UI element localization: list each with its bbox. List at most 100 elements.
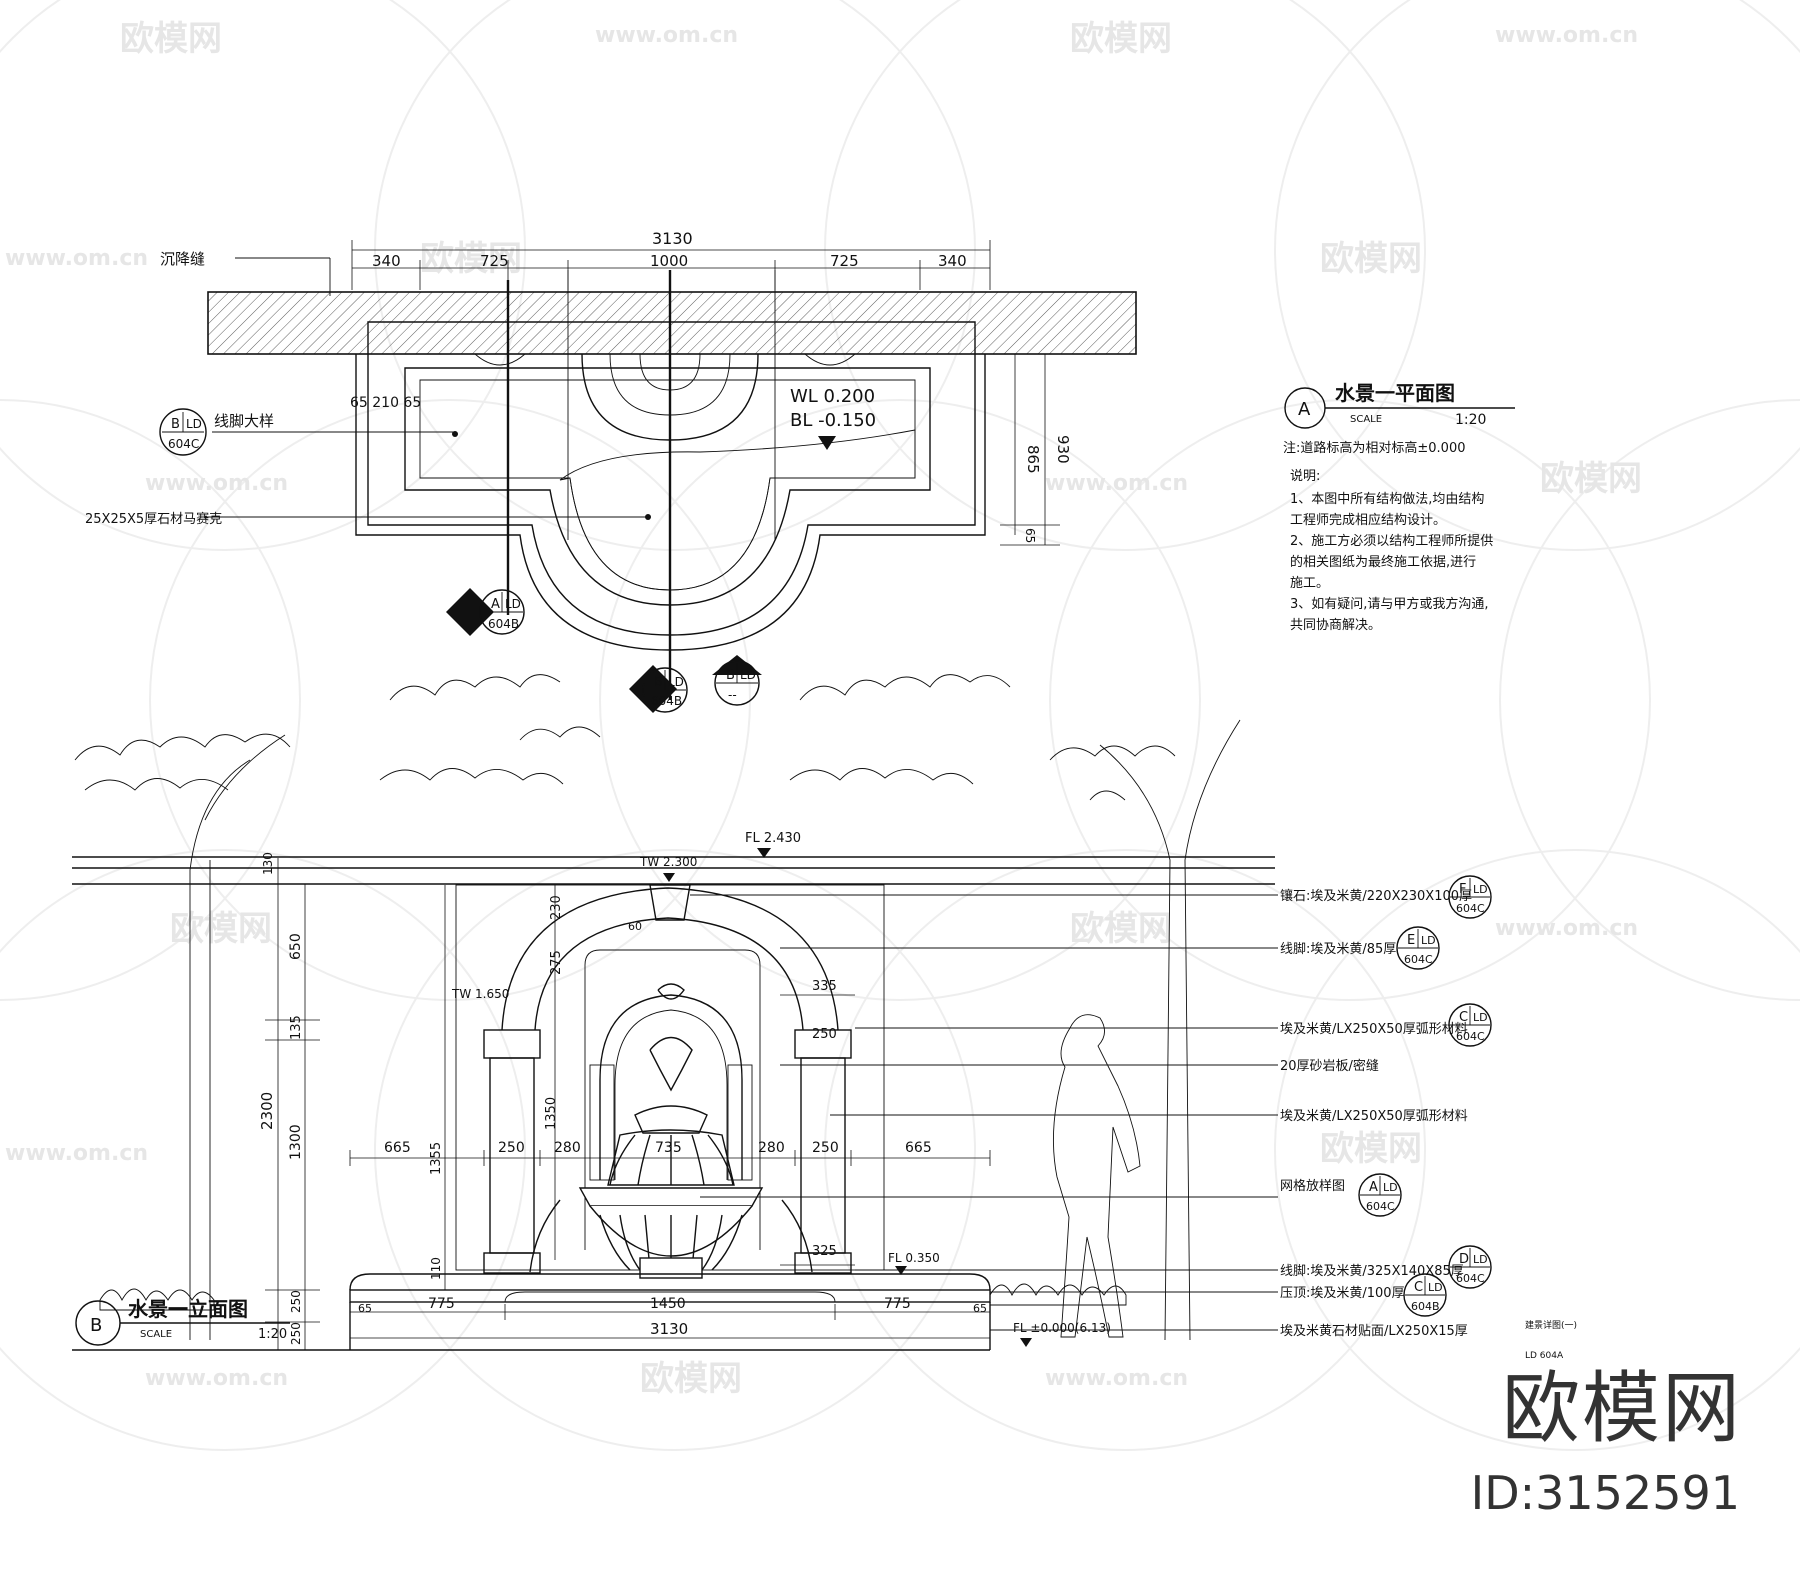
dim-elev-135: 135 (289, 1015, 304, 1040)
watermark-url: www.om.cn (1045, 1366, 1188, 1391)
svg-text:LD: LD (505, 597, 521, 611)
callout-b-604c[interactable]: B LD 604C (159, 408, 207, 456)
anno-skirting-85: 线脚:埃及米黄/85厚 (1280, 941, 1396, 957)
watermark-url: www.om.cn (1495, 916, 1638, 941)
watermark-url: www.om.cn (145, 1366, 288, 1391)
dim-plan-930: 930 (1054, 435, 1072, 464)
dim-inner-275: 275 (549, 950, 564, 975)
svg-text:604B: 604B (488, 617, 519, 631)
svg-text:SCALE: SCALE (1350, 414, 1382, 425)
watermark-brand: 欧模网 (1070, 909, 1172, 949)
tree-foliage (74, 674, 1176, 801)
elevation-title: 水景一立面图 (128, 1297, 248, 1321)
svg-text:1:20: 1:20 (258, 1327, 287, 1342)
watermark-brand: 欧模网 (170, 909, 272, 949)
dim-bottom-1450: 1450 (650, 1296, 686, 1312)
dim-h-735: 735 (655, 1140, 682, 1156)
mask-ornament-icon (649, 1036, 693, 1092)
level-tw-top: TW 2.300 (639, 855, 697, 869)
dim-elev-250b: 250 (289, 1322, 303, 1345)
dim-inner-110: 110 (429, 1257, 443, 1280)
svg-text:604C: 604C (168, 437, 199, 451)
level-fl-mid: FL 0.350 (888, 1251, 940, 1265)
callout-f-604c[interactable]: F LD 604C (1448, 875, 1492, 919)
dim-bottom-total: 3130 (650, 1320, 688, 1338)
svg-text:1、本图中所有结构做法,均由结构: 1、本图中所有结构做法,均由结构 (1290, 492, 1484, 507)
svg-text:B: B (171, 417, 180, 432)
watermark-url: www.om.cn (1495, 23, 1638, 48)
svg-text:B: B (726, 668, 735, 683)
anno-grid-layout: 网格放样图 (1280, 1178, 1345, 1194)
callout-b-section[interactable]: B LD -- (712, 655, 762, 706)
callout-c-604c[interactable]: C LD 604C (1448, 1003, 1492, 1047)
elevation-title-block: B 水景一立面图 SCALE 1:20 (75, 1297, 290, 1346)
dim-small-60: 60 (628, 920, 642, 933)
dim-pillar-250: 250 (812, 1027, 837, 1042)
dim-inner-1350: 1350 (544, 1097, 559, 1130)
callout-e-604c[interactable]: E LD 604C (1396, 926, 1440, 970)
watermark-brand: 欧模网 (1320, 1129, 1422, 1169)
dim-plan-65: 65 (1023, 528, 1037, 543)
fountain (529, 1105, 813, 1279)
watermark-url: www.om.cn (1045, 471, 1188, 496)
dim-bottom-775b: 775 (884, 1296, 911, 1312)
svg-text:LD: LD (1421, 934, 1436, 947)
svg-text:604C: 604C (1366, 1200, 1395, 1213)
watermark-brand: 欧模网 (640, 1359, 742, 1399)
svg-text:SCALE: SCALE (140, 1329, 172, 1340)
level-fl-top: FL 2.430 (745, 831, 801, 846)
tree-trunk-left (189, 734, 286, 1340)
watermark-url: www.om.cn (5, 246, 148, 271)
person-silhouette-icon (1052, 1014, 1141, 1338)
svg-text:2、施工方必须以结构工程师所提供: 2、施工方必须以结构工程师所提供 (1290, 533, 1493, 549)
dim-elev-130: 130 (261, 852, 275, 875)
plan-bl-level: BL -0.150 (790, 410, 876, 431)
callout-b-604b[interactable]: B LD 604B (629, 665, 688, 713)
dim-plan-total: 3130 (652, 229, 693, 248)
svg-text:LD: LD (1473, 1253, 1488, 1266)
label-skirting-detail: 线脚大样 (214, 412, 274, 430)
mosaic-area (559, 429, 916, 591)
dim-plan-865: 865 (1024, 445, 1042, 474)
level-fl-base: FL ±0.000(6.13) (1013, 1321, 1111, 1335)
keystone (649, 884, 691, 921)
crest-ornament-icon (657, 983, 685, 1000)
watermark-brand: 欧模网 (420, 239, 522, 279)
svg-text:说明:: 说明: (1290, 469, 1320, 484)
callout-d-604c[interactable]: D LD 604C (1448, 1245, 1492, 1289)
dim-h-665a: 665 (384, 1140, 411, 1156)
dim-inner-1355: 1355 (429, 1142, 444, 1175)
watermark-brand: 欧模网 (1070, 19, 1172, 59)
dim-bottom-775a: 775 (428, 1296, 455, 1312)
svg-text:LD: LD (1383, 1181, 1398, 1194)
svg-text:604B: 604B (651, 694, 682, 708)
plan-notes: 注:道路标高为相对标高±0.000 说明: 1、本图中所有结构做法,均由结构 工… (1283, 440, 1493, 633)
svg-text:D: D (1459, 1252, 1469, 1267)
dim-pillar-335: 335 (812, 979, 837, 994)
svg-text:的相关图纸为最终施工依据,进行: 的相关图纸为最终施工依据,进行 (1290, 554, 1476, 570)
dim-inner-230: 230 (549, 895, 564, 920)
svg-text:LD: LD (186, 417, 202, 431)
anno-arc-material-2: 埃及米黄/LX250X50厚弧形材料 (1280, 1109, 1468, 1124)
svg-text:LD: LD (740, 668, 756, 682)
svg-text:604C: 604C (1456, 902, 1485, 915)
svg-text:E: E (1407, 933, 1415, 948)
watermark-logo: 欧模网 (1501, 1364, 1742, 1454)
svg-text:A: A (1369, 1180, 1378, 1195)
svg-text:注:道路标高为相对标高±0.000: 注:道路标高为相对标高±0.000 (1283, 440, 1466, 456)
dim-small-65b: 65 (973, 1302, 987, 1315)
label-mosaic: 25X25X5厚石材马赛克 (85, 511, 222, 527)
svg-text:--: -- (728, 688, 737, 702)
callout-a-604c[interactable]: A LD 604C (1358, 1173, 1402, 1217)
dim-h-280b: 280 (758, 1140, 785, 1156)
dim-elev-1300: 1300 (288, 1124, 304, 1160)
svg-text:LD: LD (1428, 1281, 1443, 1294)
dim-pillar-325: 325 (812, 1244, 837, 1259)
elevation-view: FL 2.430 TW 2.300 TW 1.650 (72, 674, 1492, 1351)
callout-a-604b[interactable]: A LD 604B (446, 588, 525, 636)
callout-c-604b[interactable]: C LD 604B (1403, 1273, 1447, 1317)
plan-title: 水景一平面图 (1335, 381, 1455, 405)
svg-text:604C: 604C (1456, 1030, 1485, 1043)
watermark-url: www.om.cn (145, 471, 288, 496)
dim-plan-725: 725 (480, 252, 509, 270)
